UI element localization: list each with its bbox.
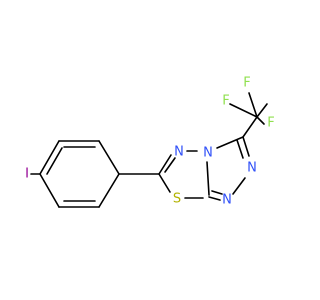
bond-s-c6: [158, 173, 171, 193]
bond-c6-n5: [158, 154, 172, 175]
atom-fluorine-1: F: [222, 94, 229, 109]
bond-n4-c3: [216, 136, 244, 149]
bond-c2-c1: [98, 140, 120, 175]
bond-c1-c6: [98, 173, 120, 208]
bond-c6-n5-double: [164, 157, 176, 173]
bond-cf3-f2: [256, 103, 268, 118]
atom-fluorine-2: F: [243, 76, 250, 91]
benzene-ring: [39, 140, 120, 208]
bond-cf3-f1: [248, 92, 258, 118]
bond-cf3-f3: [256, 116, 265, 125]
atom-sulfur: S: [173, 192, 181, 207]
thiadiazole-ring: [158, 150, 210, 199]
bond-c4-c3-inner: [46, 147, 63, 175]
atom-fluorine-3: F: [267, 116, 274, 131]
bond-n1-c8a-double: [211, 190, 223, 195]
bond-cf3-f-left: [229, 103, 258, 118]
atom-iodine: I: [25, 167, 29, 182]
atom-nitrogen-4: N: [203, 146, 213, 161]
bond-c5-c4: [39, 173, 60, 208]
triazole-ring: [208, 136, 250, 201]
bond-c3-n2: [242, 136, 250, 157]
bond-c3-n2-double: [236, 139, 244, 159]
bond-n2-n1: [232, 177, 246, 195]
bond-n4-c8a: [206, 161, 210, 196]
bond-c4-c3: [39, 140, 60, 175]
atom-nitrogen-1: N: [222, 193, 232, 208]
bond-n1-c8a: [208, 196, 221, 201]
molecule-diagram: I S N N N N F F F: [25, 76, 275, 208]
atom-nitrogen-2: N: [247, 161, 257, 176]
molecule-canvas: I S N N N N F F F: [25, 76, 275, 208]
atom-nitrogen-5: N: [174, 145, 184, 160]
bond-c3-cf3: [242, 116, 258, 138]
